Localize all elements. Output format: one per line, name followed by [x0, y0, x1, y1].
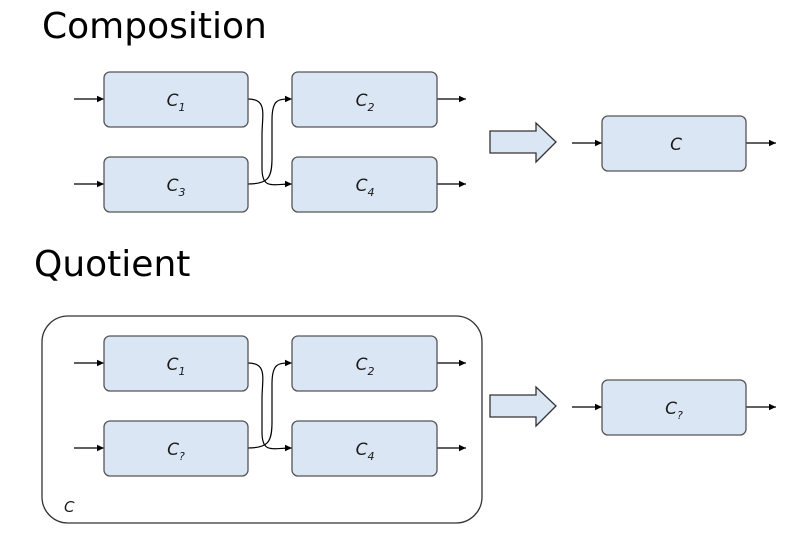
quotient-block-c1-label: C1	[167, 355, 186, 378]
quotient-block-unknown-label: C?	[167, 440, 185, 463]
composition-block-c4: C4	[291, 156, 438, 213]
composition-block-c1: C1	[103, 71, 249, 128]
q-cq-to-c2-connector	[247, 359, 293, 449]
quotient-result-block: C?	[601, 379, 747, 436]
quotient-block-c4-label: C4	[356, 440, 375, 463]
composition-block-c2-label: C2	[356, 91, 375, 114]
q-c1-to-c4-connector	[247, 362, 293, 452]
composition-block-c4-label: C4	[356, 176, 375, 199]
c3-to-c2-connector	[247, 95, 293, 185]
composition-block-c1-label: C1	[167, 91, 186, 114]
composition-transform-arrow-icon	[489, 121, 557, 164]
quotient-block-c4: C4	[291, 420, 438, 477]
quotient-enclosing-group	[41, 315, 483, 524]
c1-to-c4-connector	[247, 98, 293, 188]
quotient-block-c1: C1	[103, 335, 249, 392]
quotient-block-c2-label: C2	[356, 355, 375, 378]
quotient-block-unknown: C?	[103, 420, 249, 477]
quotient-title: Quotient	[34, 244, 190, 285]
composition-result-label: C	[670, 135, 682, 155]
quotient-group-label: C	[64, 498, 75, 516]
composition-title: Composition	[42, 6, 267, 47]
quotient-block-c2: C2	[291, 335, 438, 392]
quotient-transform-arrow-icon	[489, 385, 557, 428]
composition-block-c3-label: C3	[167, 176, 186, 199]
composition-block-c3: C3	[103, 156, 249, 213]
quotient-result-label: C?	[665, 399, 683, 422]
composition-block-c2: C2	[291, 71, 438, 128]
composition-result-block: C	[601, 115, 747, 172]
